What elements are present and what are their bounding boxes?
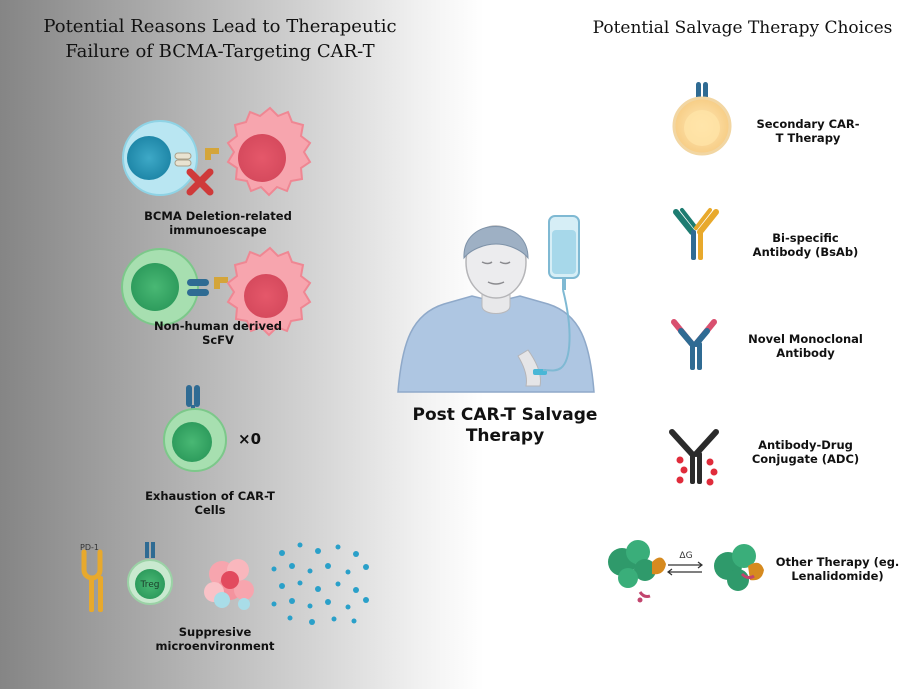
cereblon-protein-icon: [608, 540, 656, 588]
secondary-car-t-label: Secondary CAR- T Therapy: [756, 117, 860, 145]
pd1-receptor-icon: [81, 549, 103, 612]
adc-icon: [669, 429, 719, 486]
other-therapy-label: Other Therapy (eg. Lenalidomide): [775, 555, 900, 583]
scfv-receptor-icon: [187, 279, 209, 286]
patient-illustration: [397, 215, 595, 393]
left-panel-title: Potential Reasons Lead to Therapeutic Fa…: [43, 16, 397, 62]
bispecific-antibody-icon: [673, 208, 719, 260]
drug-payload-icon: [676, 456, 718, 486]
non-human-scfv-label: Non-human derived ScFV: [154, 319, 282, 347]
exhaustion-illustration: ×0: [163, 385, 261, 472]
cereblon-complex-icon: [714, 544, 764, 591]
treg-text: Treg: [140, 580, 160, 590]
monoclonal-antibody-label: Novel Monoclonal Antibody: [748, 332, 863, 360]
t-cell-nucleus-icon: [127, 136, 171, 180]
exhaustion-label: Exhaustion of CAR-T Cells: [145, 489, 275, 517]
right-panel-title: Potential Salvage Therapy Choices: [592, 18, 893, 38]
lenalidomide-icon: ΔG: [608, 540, 764, 603]
cytokine-dots-icon: [271, 542, 369, 625]
bcma-antigen-icon: [205, 148, 219, 160]
t-cell-nucleus-icon: [131, 263, 179, 311]
bispecific-antibody-label: Bi-specific Antibody (BsAb): [752, 231, 859, 259]
reverse-arrow-icon: [667, 568, 702, 576]
exhaustion-count-text: ×0: [238, 430, 261, 448]
patient-cap: [463, 226, 529, 260]
bcma-deletion-label: BCMA Deletion-related immunoescape: [144, 209, 292, 237]
monoclonal-antibody-icon: [671, 319, 717, 370]
forward-arrow-icon: [668, 561, 703, 569]
center-salvage-label: Post CAR-T Salvage Therapy: [412, 405, 598, 446]
bcma-antigen-icon: [214, 277, 228, 289]
suppressive-microenvironment-label: Suppresive microenvironment: [155, 625, 275, 653]
treg-cell-icon: Treg: [127, 542, 173, 605]
car-receptor-icon: [174, 152, 192, 160]
suppressive-microenvironment-illustration: PD-1 Treg: [80, 542, 369, 625]
tumor-nucleus-icon: [238, 134, 286, 182]
secondary-car-t-icon: [672, 82, 732, 156]
adc-label: Antibody-Drug Conjugate (ADC): [751, 438, 860, 466]
tumor-cluster-icon: [204, 559, 254, 610]
patient-arm: [517, 349, 541, 387]
car-receptor-icon: [186, 385, 192, 407]
non-human-scfv-illustration: [121, 246, 312, 337]
pd1-text: PD-1: [80, 543, 99, 552]
delta-g-text: ΔG: [679, 551, 692, 561]
ikzf-protein-icon: [652, 557, 666, 575]
red-x-icon: [186, 168, 214, 196]
bcma-deletion-illustration: [122, 106, 312, 197]
iv-tube: [542, 289, 571, 372]
tumor-nucleus-icon: [244, 274, 288, 318]
